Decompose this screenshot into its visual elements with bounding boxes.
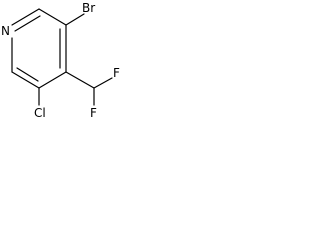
atom-label-n: N [1,24,10,38]
bond-c4-c5 [38,71,67,89]
bond-c2-c3 [38,8,67,26]
bond-c5-c6-inner [16,67,39,82]
bond-n-c2-double-inner [14,15,41,32]
atom-label-cl: Cl [34,106,46,120]
atom-label-br: Br [82,1,95,15]
bond-c5-c6 [11,71,40,89]
chemical-structure: N Br Cl F F [1,1,120,120]
atom-label-f-top: F [113,66,120,80]
bond-c4-chf2 [65,71,95,89]
bond-n-c2-double [11,8,40,26]
atom-label-f-bottom: F [90,106,97,120]
bond-c3-br [65,13,85,26]
bond-chf2-f-top [93,77,113,89]
